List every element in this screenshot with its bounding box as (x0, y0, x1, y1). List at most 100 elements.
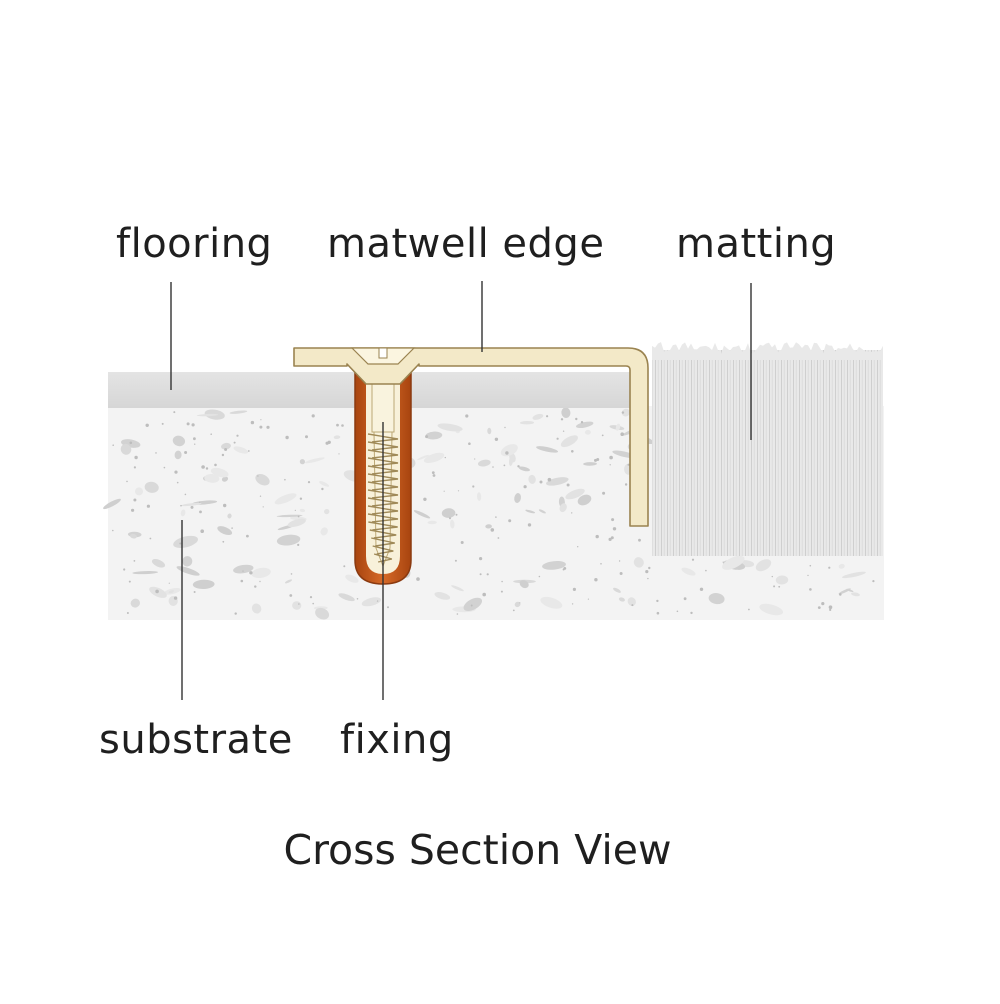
aggregate-speck (821, 602, 825, 606)
aggregate-speck (298, 603, 300, 605)
aggregate-speck (234, 612, 237, 615)
aggregate-speck (722, 561, 724, 563)
aggregate-chip (299, 508, 306, 513)
aggregate-chip (196, 413, 219, 417)
aggregate-speck (828, 605, 833, 609)
aggregate-speck (474, 458, 476, 460)
aggregate-speck (490, 528, 495, 532)
aggregate-chip (182, 556, 193, 567)
aggregate-speck (200, 529, 204, 533)
aggregate-speck (260, 419, 262, 421)
aggregate-speck (517, 465, 520, 468)
aggregate-speck (123, 568, 126, 571)
aggregate-chip (319, 481, 330, 487)
aggregate-speck (631, 604, 634, 607)
aggregate-speck (163, 466, 166, 469)
aggregate-speck (432, 474, 436, 477)
aggregate-chip (345, 574, 359, 583)
aggregate-speck (309, 596, 313, 599)
aggregate-speck (199, 510, 202, 514)
aggregate-chip (227, 513, 232, 519)
aggregate-chip (519, 580, 529, 589)
aggregate-chip (851, 592, 860, 597)
aggregate-chip (181, 502, 202, 507)
aggregate-chip (221, 442, 231, 450)
aggregate-speck (580, 421, 584, 424)
aggregate-speck (266, 425, 270, 429)
aggregate-speck (190, 505, 194, 509)
aggregate-chip (251, 603, 262, 614)
aggregate-speck (624, 483, 628, 486)
aggregate-chip (613, 587, 621, 593)
aggregate-chip (172, 435, 186, 447)
aggregate-speck (547, 477, 552, 482)
aggregate-speck (656, 611, 660, 615)
aggregate-speck (233, 441, 236, 444)
aggregate-speck (621, 411, 625, 414)
aggregate-speck (648, 566, 651, 570)
aggregate-speck (571, 450, 574, 453)
aggregate-speck (492, 466, 494, 468)
aggregate-speck (297, 515, 300, 518)
label-fixing: fixing (340, 717, 454, 763)
aggregate-chip (130, 598, 140, 608)
aggregate-speck (149, 537, 152, 540)
aggregate-speck (495, 516, 497, 518)
aggregate-chip (333, 435, 341, 440)
aggregate-chip (324, 508, 330, 515)
aggregate-chip (299, 459, 305, 465)
aggregate-chip (538, 509, 546, 514)
aggregate-speck (571, 603, 574, 605)
thread-turn (368, 521, 398, 531)
aggregate-chip (338, 593, 355, 602)
matwell-edge-profile (293, 347, 649, 527)
aggregate-speck (247, 450, 250, 452)
aggregate-speck (596, 458, 600, 461)
leader-lines (170, 281, 752, 700)
aggregate-chip (450, 519, 455, 529)
aggregate-speck (504, 426, 506, 429)
aggregate-chip (204, 473, 220, 483)
aggregate-speck (771, 575, 773, 578)
aggregate-speck (691, 558, 695, 561)
aggregate-speck (176, 481, 179, 484)
aggregate-speck (619, 572, 623, 575)
aggregate-chip (413, 510, 431, 519)
aggregate-chip (192, 579, 215, 590)
thread-turn (369, 529, 397, 539)
aggregate-chip (315, 607, 330, 620)
diagram-caption: Cross Section View (283, 826, 672, 874)
aggregate-speck (129, 441, 133, 445)
aggregate-speck (817, 606, 821, 609)
aggregate-chip (276, 514, 303, 518)
aggregate-speck (512, 609, 515, 612)
label-matwell-edge: matwell edge (327, 221, 605, 267)
aggregate-speck (145, 423, 149, 427)
aggregate-speck (179, 542, 182, 545)
thread-turn (367, 481, 399, 491)
aggregate-speck (146, 504, 150, 508)
aggregate-speck (690, 611, 693, 615)
aggregate-speck (250, 420, 255, 425)
aggregate-speck (618, 560, 621, 562)
aggregate-chip (476, 492, 482, 501)
aggregate-chip (135, 487, 143, 496)
aggregate-chip (708, 593, 725, 605)
aggregate-chip (518, 466, 530, 472)
aggregate-chip (129, 533, 137, 539)
aggregate-speck (611, 518, 615, 522)
aggregate-chip (536, 446, 559, 453)
thread-turn (367, 489, 399, 499)
aggregate-speck (494, 437, 499, 441)
aggregate-speck (839, 593, 842, 596)
aggregate-speck (465, 414, 469, 418)
aggregate-chip (320, 527, 328, 536)
aggregate-speck (828, 566, 831, 569)
aggregate-speck (676, 610, 679, 613)
aggregate-speck (503, 464, 506, 467)
aggregate-speck (133, 498, 137, 502)
aggregate-speck (112, 529, 114, 532)
aggregate-speck (224, 448, 228, 451)
aggregate-speck (284, 478, 286, 481)
aggregate-speck (112, 444, 114, 447)
